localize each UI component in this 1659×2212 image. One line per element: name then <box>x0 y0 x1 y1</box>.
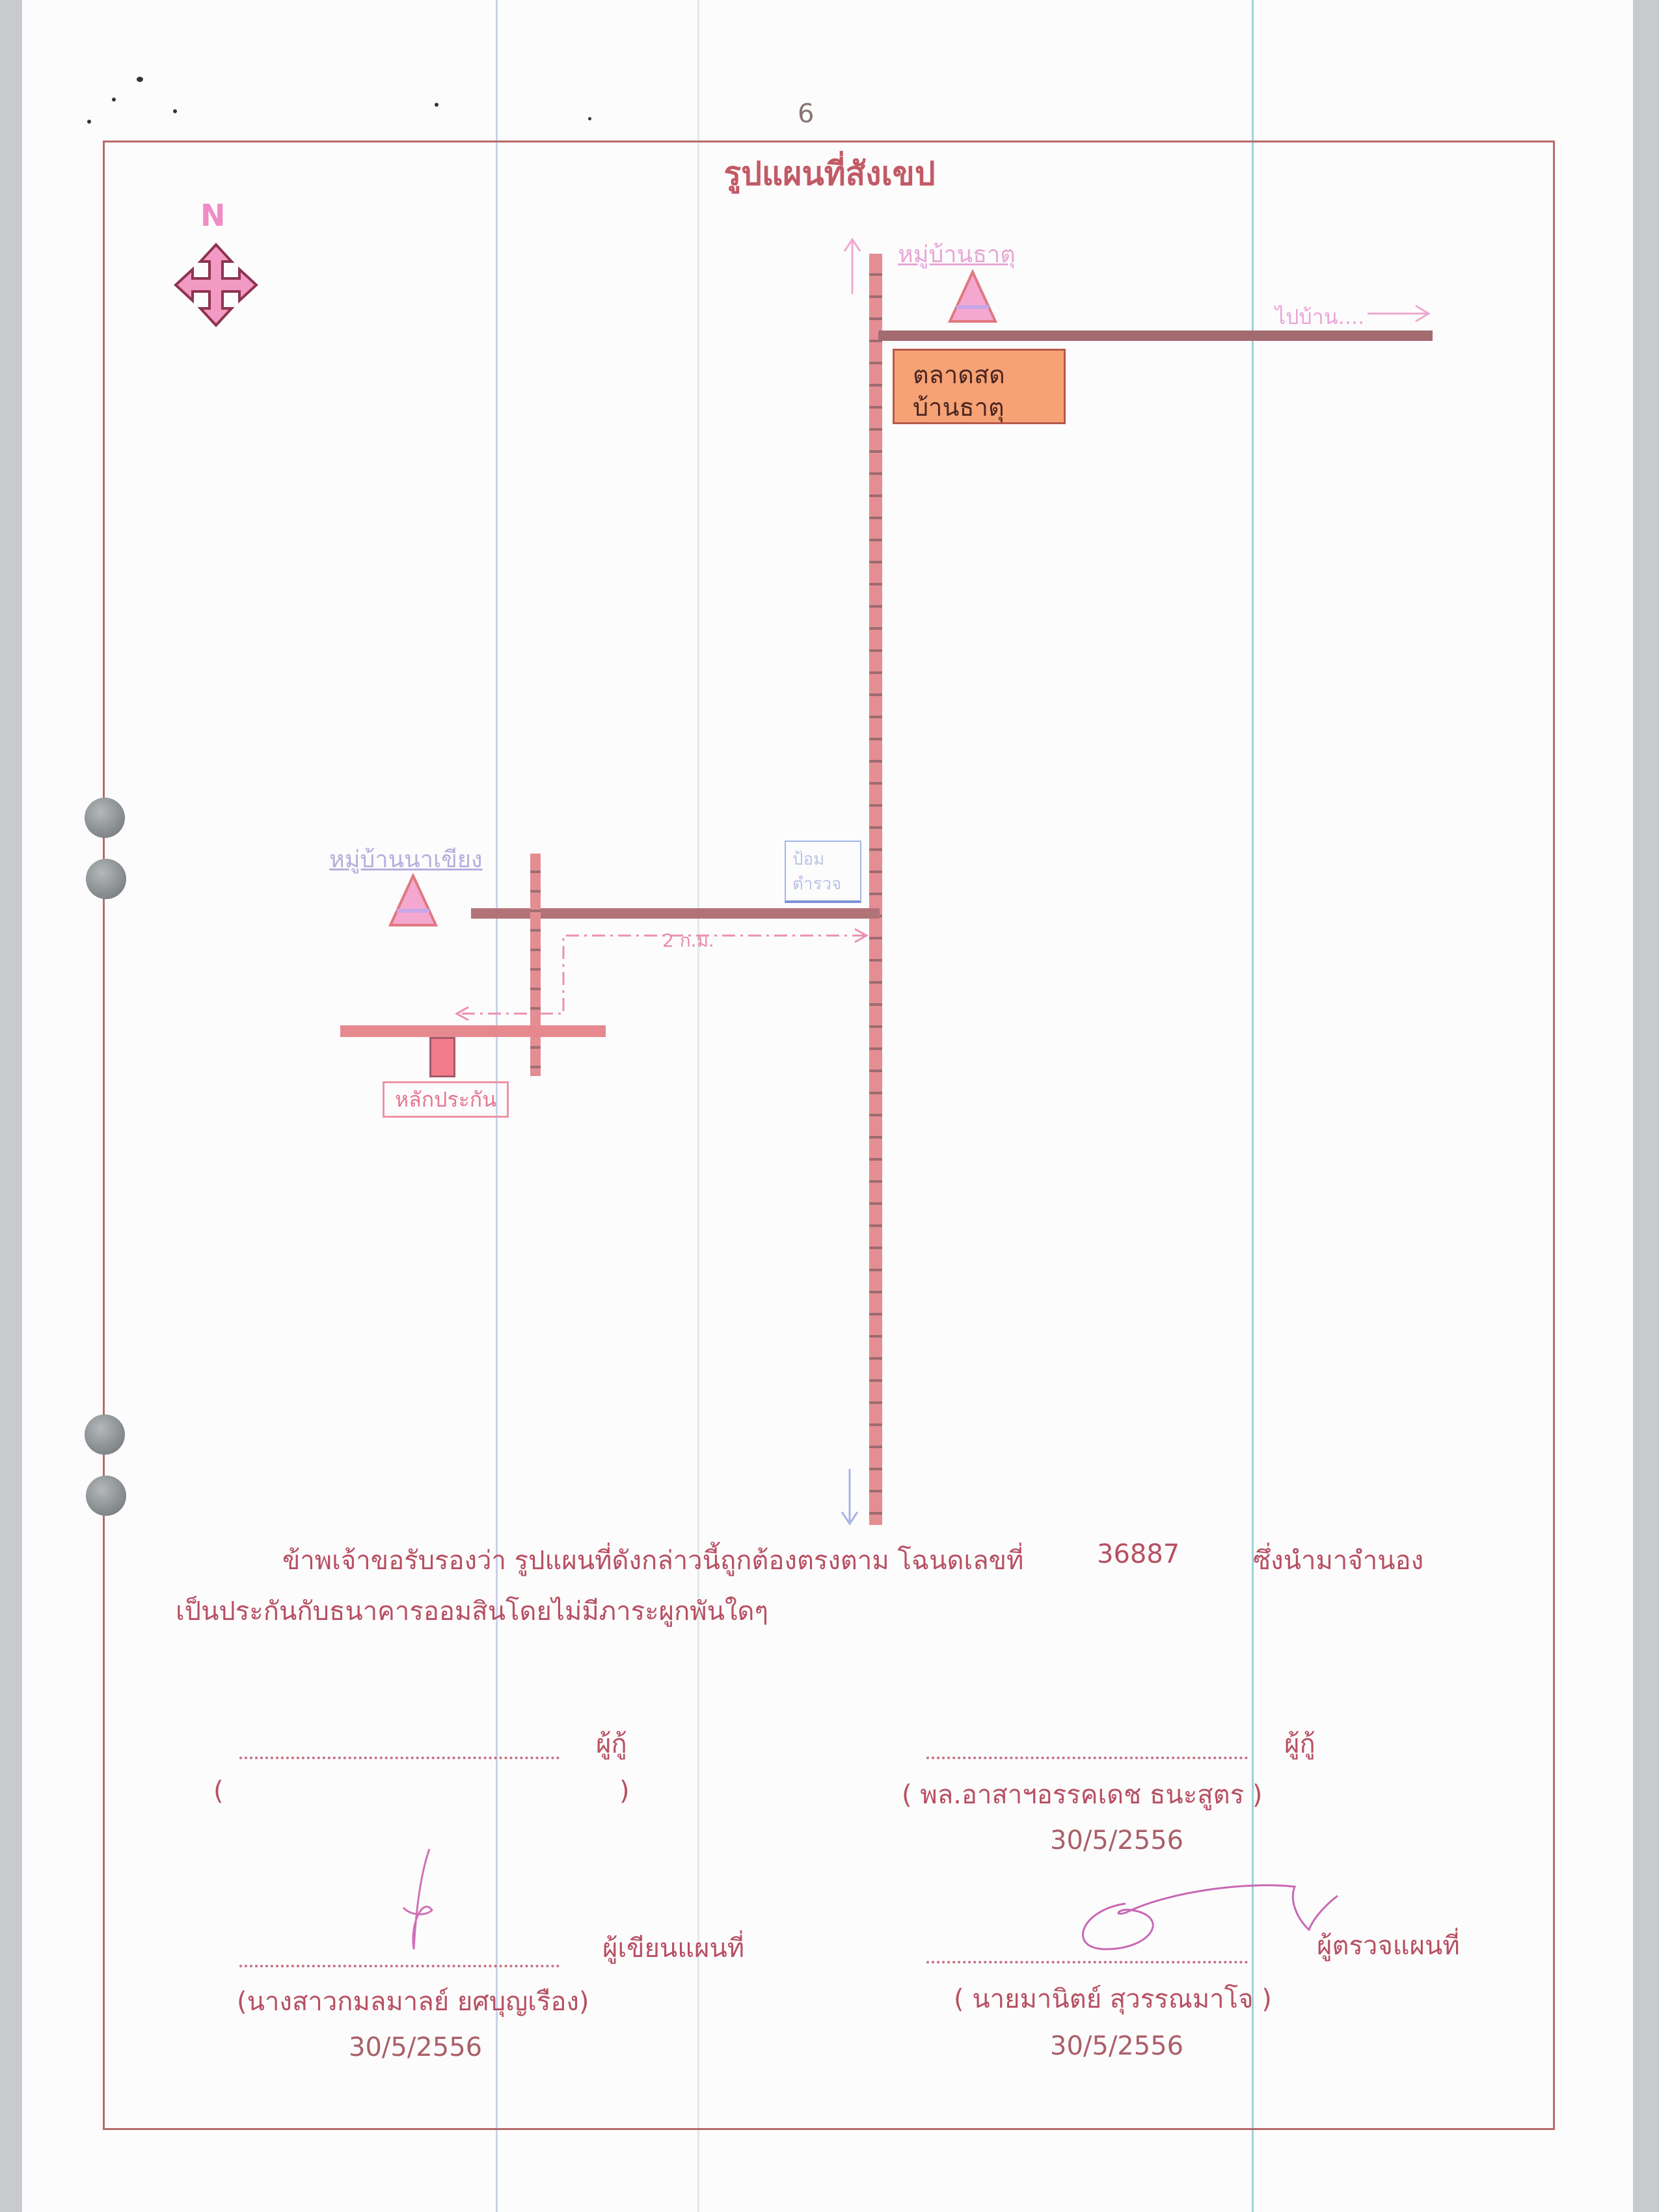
page-number: 6 <box>798 99 815 129</box>
certification-line1: ข้าพเจ้าขอรับรองว่า รูปแผนที่ดังกล่าวนี้… <box>282 1546 1024 1576</box>
east-arrow-icon <box>1368 304 1431 323</box>
binder-hole <box>85 798 125 838</box>
scan-speck <box>435 103 438 107</box>
scan-line <box>1252 0 1254 2212</box>
market-label-line1: ตลาดสด <box>913 360 1005 389</box>
signature-line <box>926 1757 1248 1759</box>
borrower-left-close-paren: ) <box>619 1776 630 1806</box>
inspector-signature <box>1082 1884 1338 1950</box>
market-landmark: ตลาดสด บ้านธาตุ <box>893 349 1066 424</box>
scan-speck <box>112 98 116 101</box>
binder-hole <box>85 1414 125 1455</box>
scan-speck <box>588 117 591 120</box>
signature-line <box>239 1965 560 1967</box>
police-label-line2: ตำรวจ <box>792 874 842 894</box>
inspector-name: ( นายมานิตย์ สุวรรณมาโจ ) <box>954 1984 1272 2014</box>
binder-hole <box>86 859 126 899</box>
police-box-landmark: ป้อม ตำรวจ <box>785 841 861 903</box>
deed-number: 36887 <box>1097 1539 1180 1569</box>
certification-line1-suffix: ซึ่งนำมาจำนอง <box>1253 1546 1424 1576</box>
main-road <box>869 254 882 1525</box>
scan-speck <box>173 109 177 113</box>
borrower-right-name: ( พล.อาสาฯอรรคเดช ธนะสูตร ) <box>902 1780 1263 1810</box>
inspector-role: ผู้ตรวจแผนที่ <box>1317 1931 1460 1961</box>
document-page <box>22 0 1633 2212</box>
police-label-line1: ป้อม <box>792 850 825 869</box>
village-left-marker-icon <box>388 873 438 926</box>
drafter-role: ผู้เขียนแผนที่ <box>602 1934 745 1963</box>
borrower-left-role: ผู้กู้ <box>596 1729 627 1759</box>
market-label-line2: บ้านธาตุ <box>913 393 1005 422</box>
route-distance-label: 2 ก.ม. <box>662 930 714 951</box>
side-road-west <box>471 908 880 919</box>
village-left-label: หมู่บ้านนาเขียง <box>329 846 483 873</box>
drafter-name: (นางสาวกมลมาลย์ ยศบุญเรือง) <box>237 1987 589 2017</box>
inspector-date: 30/5/2556 <box>1050 2031 1184 2061</box>
collateral-label: หลักประกัน <box>383 1081 509 1118</box>
page-title: รูปแผนที่สังเขป <box>723 155 936 193</box>
road-destination-label: ไปบ้าน.... <box>1275 304 1365 329</box>
certification-line2: เป็นประกันกับธนาคารออมสินโดยไม่มีภาระผูก… <box>176 1597 768 1626</box>
scan-speck <box>87 120 91 124</box>
south-arrow-icon <box>841 1469 859 1526</box>
collateral-plot-marker <box>429 1037 455 1077</box>
branch-road <box>530 854 541 1076</box>
road-to-village-right <box>878 330 1433 341</box>
north-arrow-icon <box>843 237 861 294</box>
collateral-road <box>340 1025 606 1037</box>
drafter-date: 30/5/2556 <box>349 2032 483 2062</box>
village-top-label: หมู่บ้านธาตุ <box>898 241 1016 268</box>
map-frame <box>103 141 1555 2130</box>
scan-speck <box>137 77 143 82</box>
borrower-left-open-paren: ( <box>213 1776 224 1806</box>
signature-line <box>239 1757 560 1759</box>
compass-north-label: N <box>200 198 226 233</box>
scan-line <box>496 0 498 2212</box>
borrower-right-date: 30/5/2556 <box>1050 1826 1184 1855</box>
compass-arrows-icon <box>174 243 258 327</box>
route-path <box>454 928 869 1021</box>
scan-line <box>697 0 699 2212</box>
drafter-signature <box>402 1848 433 1950</box>
binder-hole <box>86 1476 126 1516</box>
borrower-right-role: ผู้กู้ <box>1284 1729 1315 1759</box>
signature-line <box>926 1961 1248 1963</box>
village-top-marker-icon <box>947 269 998 323</box>
